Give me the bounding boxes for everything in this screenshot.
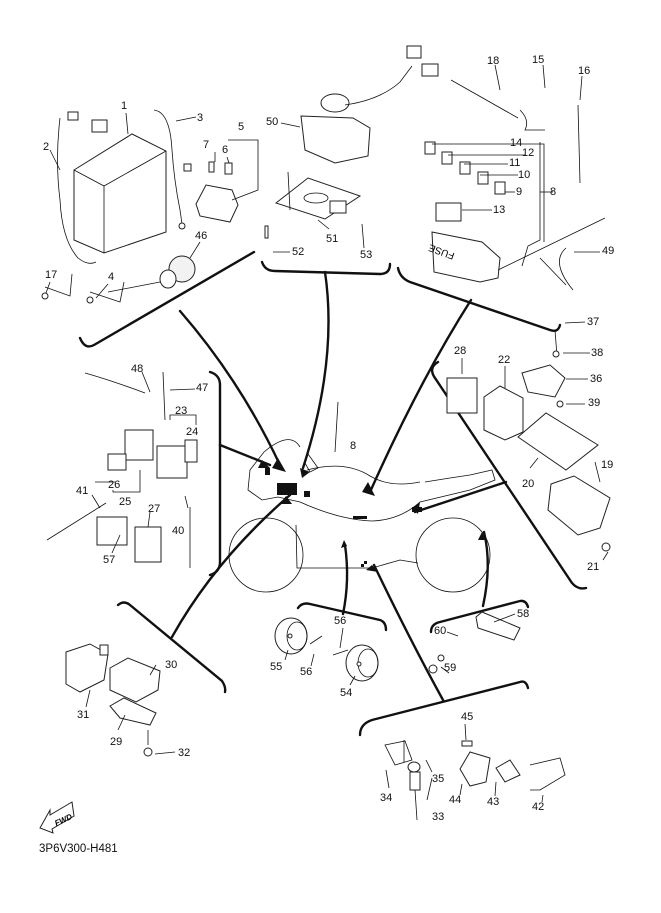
callout-7: 7 — [203, 139, 210, 151]
callout-52: 52 — [292, 246, 305, 258]
group-bracket-regulator — [413, 360, 588, 590]
callout-11: 11 — [509, 157, 521, 169]
callout-4: 4 — [108, 271, 115, 283]
callout-19: 19 — [601, 459, 614, 471]
callout-14: 14 — [510, 137, 523, 149]
callout-20: 20 — [522, 478, 535, 490]
fuse-box-drawing: FUSE — [424, 79, 606, 291]
callout-56-left: 56 — [300, 666, 313, 678]
callout-25: 25 — [119, 496, 132, 508]
callout-58: 58 — [517, 608, 530, 620]
group-bracket-switches — [358, 563, 530, 737]
callout-21: 21 — [587, 561, 600, 573]
callout-29: 29 — [110, 736, 123, 748]
callout-44: 44 — [449, 794, 462, 806]
callout-57: 57 — [103, 554, 116, 566]
callout-37: 37 — [587, 316, 600, 328]
socket-drawing — [107, 255, 196, 293]
pointer-arrows — [258, 458, 486, 572]
callout-54: 54 — [340, 687, 353, 699]
figure-code: 3P6V300-H481 — [39, 843, 118, 855]
callout-55: 55 — [270, 661, 283, 673]
callout-28: 28 — [454, 345, 467, 357]
callout-9: 9 — [516, 186, 523, 198]
callout-6: 6 — [222, 144, 229, 156]
callout-50: 50 — [266, 116, 279, 128]
callout-5: 5 — [238, 121, 245, 133]
callout-53: 53 — [360, 249, 373, 261]
callout-31: 31 — [77, 709, 90, 721]
callout-45: 45 — [461, 711, 474, 723]
regulator-drawing — [446, 329, 611, 552]
callout-15: 15 — [532, 54, 545, 66]
callout-59: 59 — [444, 662, 457, 674]
reserve-tank-drawing — [264, 45, 439, 239]
callout-17: 17 — [45, 269, 58, 281]
callout-8-fuse-group: 8 — [550, 186, 557, 198]
callout-30: 30 — [165, 659, 178, 671]
callout-1: 1 — [121, 100, 128, 112]
callout-10: 10 — [518, 169, 531, 181]
callout-18: 18 — [487, 55, 500, 67]
group-bracket-coupler — [116, 493, 292, 694]
callout-47: 47 — [196, 382, 209, 394]
callout-3: 3 — [197, 112, 204, 124]
callout-2: 2 — [43, 141, 50, 153]
callout-46: 46 — [195, 230, 208, 242]
callout-22: 22 — [498, 354, 511, 366]
callout-33: 33 — [432, 811, 445, 823]
callout-56-right: 56 — [334, 615, 347, 627]
callout-43: 43 — [487, 796, 500, 808]
callout-27: 27 — [148, 503, 161, 515]
group-bracket-horn — [296, 543, 388, 632]
group-bracket-reserve-tank — [260, 260, 392, 470]
horns-drawing — [274, 617, 379, 682]
coupler-drawing — [65, 643, 161, 757]
callout-13: 13 — [493, 204, 506, 216]
leader-lines — [45, 64, 609, 803]
callout-24: 24 — [186, 426, 199, 438]
relays-left-drawing — [46, 371, 198, 568]
motorcycle-outline — [228, 401, 496, 593]
callout-36: 36 — [590, 373, 603, 385]
callout-40: 40 — [172, 525, 185, 537]
callout-35: 35 — [432, 773, 445, 785]
callout-26: 26 — [108, 479, 121, 491]
callout-34: 34 — [380, 792, 393, 804]
starter-relay-drawing — [195, 161, 239, 223]
callout-16: 16 — [578, 65, 591, 77]
switches-drawing — [384, 740, 566, 821]
callout-60: 60 — [434, 625, 447, 637]
group-bracket-battery — [78, 250, 282, 467]
reflector-drawing — [428, 611, 521, 674]
callout-8-harness: 8 — [350, 440, 357, 452]
callout-51: 51 — [326, 233, 339, 245]
callout-23: 23 — [175, 405, 188, 417]
callout-39: 39 — [588, 397, 601, 409]
callout-49: 49 — [602, 245, 615, 257]
callout-32: 32 — [178, 747, 191, 759]
fwd-arrow-icon: FWD — [39, 801, 75, 834]
battery-drawing — [41, 109, 192, 304]
callout-42: 42 — [532, 801, 545, 813]
callout-38: 38 — [591, 347, 604, 359]
callout-12: 12 — [522, 147, 535, 159]
callout-41: 41 — [76, 485, 89, 497]
callout-48: 48 — [131, 363, 144, 375]
group-bracket-fuse — [368, 266, 562, 494]
